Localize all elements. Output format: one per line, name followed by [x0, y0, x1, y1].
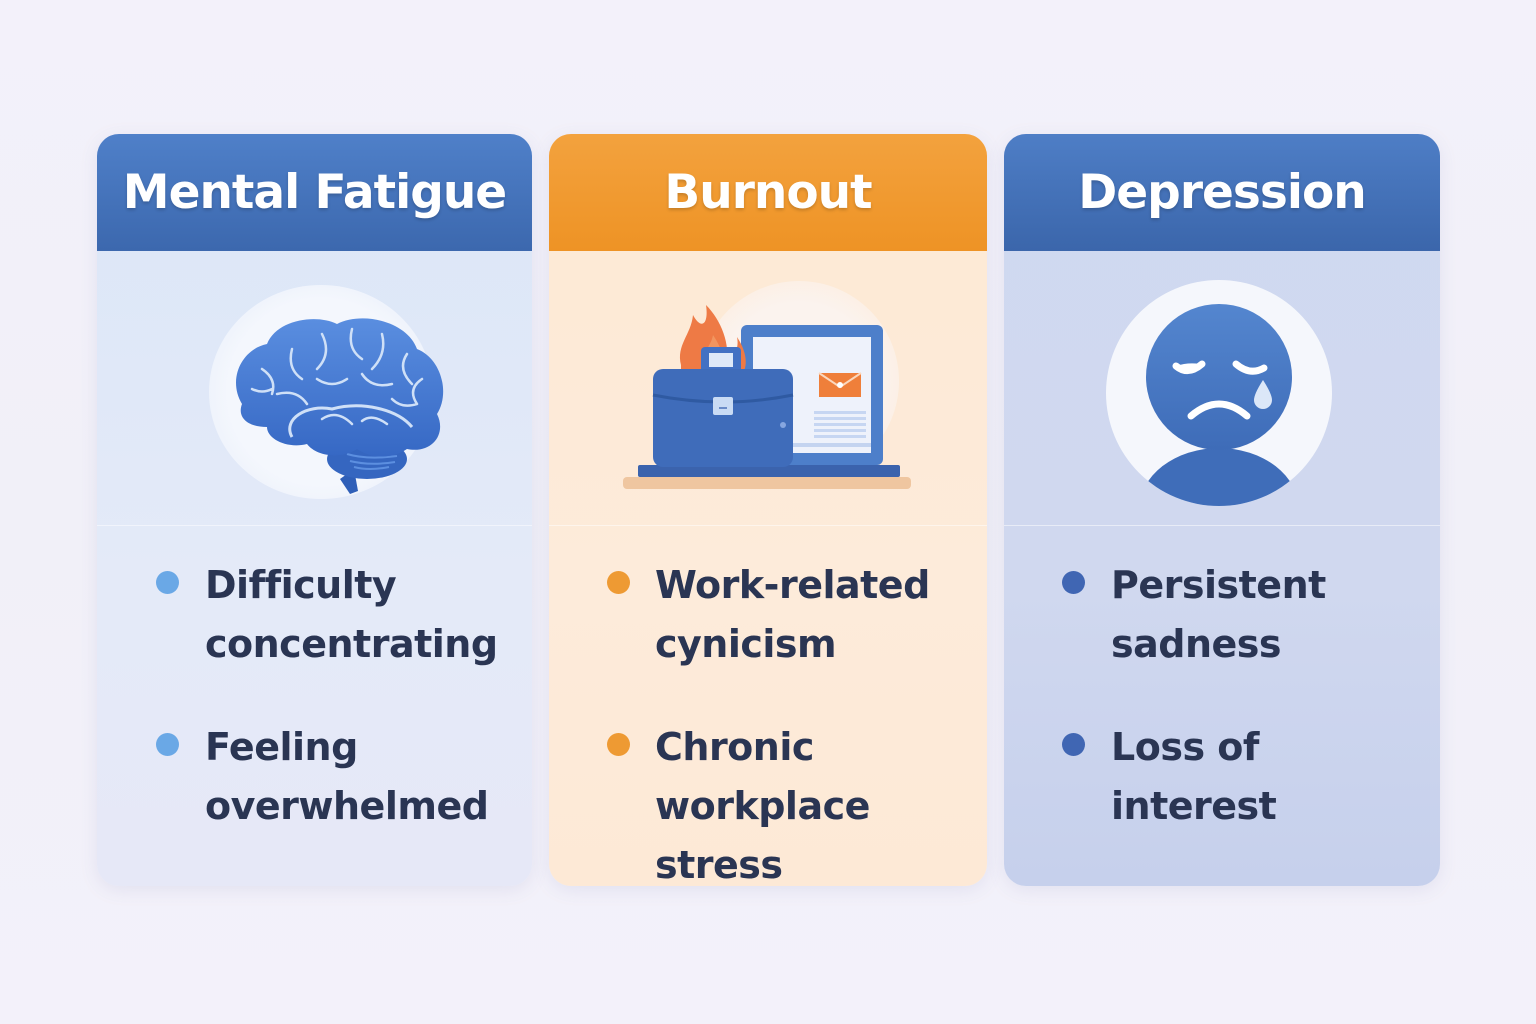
card-burnout: Burnout Work-related cynic: [549, 134, 987, 886]
list-item-line: cynicism: [655, 622, 837, 666]
list-item: Chronic workplace stress: [549, 718, 987, 886]
card-mental-fatigue: Mental Fatigue Difficulty concentrating …: [97, 134, 532, 886]
list-item-line: Chronic: [655, 725, 814, 769]
list-item-line: Work-related: [655, 563, 930, 607]
list-item-line: overwhelmed: [205, 784, 489, 828]
symptom-list: Work-related cynicism Chronic workplace …: [549, 526, 987, 886]
symptom-list: Difficulty concentrating Feeling overwhe…: [97, 526, 532, 836]
list-item-line: concentrating: [205, 622, 498, 666]
list-item-line: sadness: [1111, 622, 1282, 666]
list-item: Feeling overwhelmed: [97, 718, 532, 836]
brain-icon: [236, 318, 444, 494]
bullet-dot: [156, 571, 179, 594]
card-title: Burnout: [549, 134, 987, 251]
card-title: Mental Fatigue: [97, 134, 532, 251]
icon-area: [549, 251, 987, 526]
icon-area: [97, 251, 532, 526]
list-item: Difficulty concentrating: [97, 556, 532, 674]
list-item-line: Difficulty: [205, 563, 397, 607]
bullet-dot: [156, 733, 179, 756]
list-item-line: Feeling: [205, 725, 358, 769]
bullet-dot: [1062, 733, 1085, 756]
icon-area: [1004, 251, 1440, 526]
card-depression: Depression Persistent sadness: [1004, 134, 1440, 886]
list-item-line: Persistent: [1111, 563, 1326, 607]
symptom-list: Persistent sadness Loss of interest: [1004, 526, 1440, 836]
list-item-line: interest: [1111, 784, 1277, 828]
list-item: Loss of interest: [1004, 718, 1440, 836]
bullet-dot: [607, 571, 630, 594]
card-title: Depression: [1004, 134, 1440, 251]
sad-face-person-icon: [1106, 280, 1332, 506]
list-item: Persistent sadness: [1004, 556, 1440, 674]
briefcase-fire-laptop-icon: [623, 305, 911, 489]
list-item-line: workplace stress: [655, 784, 870, 886]
list-item-line: Loss of: [1111, 725, 1259, 769]
bullet-dot: [1062, 571, 1085, 594]
bullet-dot: [607, 733, 630, 756]
list-item: Work-related cynicism: [549, 556, 987, 674]
